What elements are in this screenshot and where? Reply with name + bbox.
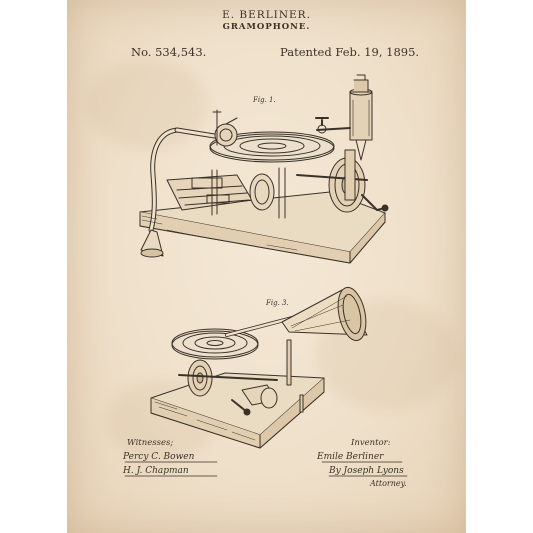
patent-drawings [124, 74, 408, 477]
figure-3-drawing [150, 286, 368, 449]
patent-date: Patented Feb. 19, 1895. [280, 45, 420, 59]
figure-3-label: Fig. 3. [266, 299, 289, 307]
inventor-signature: Emile Berliner [317, 452, 384, 462]
patent-sheet: E. BERLINER. GRAMOPHONE. No. 534,543. Pa… [67, 0, 466, 533]
inventor-name: E. BERLINER. [222, 9, 311, 21]
figure-1-drawing [139, 74, 389, 264]
inventor-label: Inventor: [351, 438, 391, 448]
paper-stain [87, 60, 207, 150]
patent-number: No. 534,543. [131, 45, 207, 59]
attorney-signature: By Joseph Lyons [329, 466, 404, 476]
figure-1-label: Fig. 1. [253, 96, 276, 104]
attorney-label: Attorney. [370, 479, 407, 488]
witnesses-label: Witnesses; [127, 438, 174, 448]
signature-flourishes [124, 461, 408, 477]
witness-2-signature: H. J. Chapman [123, 466, 189, 476]
witness-1-signature: Percy C. Bowen [123, 452, 195, 462]
invention-title: GRAMOPHONE. [222, 22, 311, 32]
